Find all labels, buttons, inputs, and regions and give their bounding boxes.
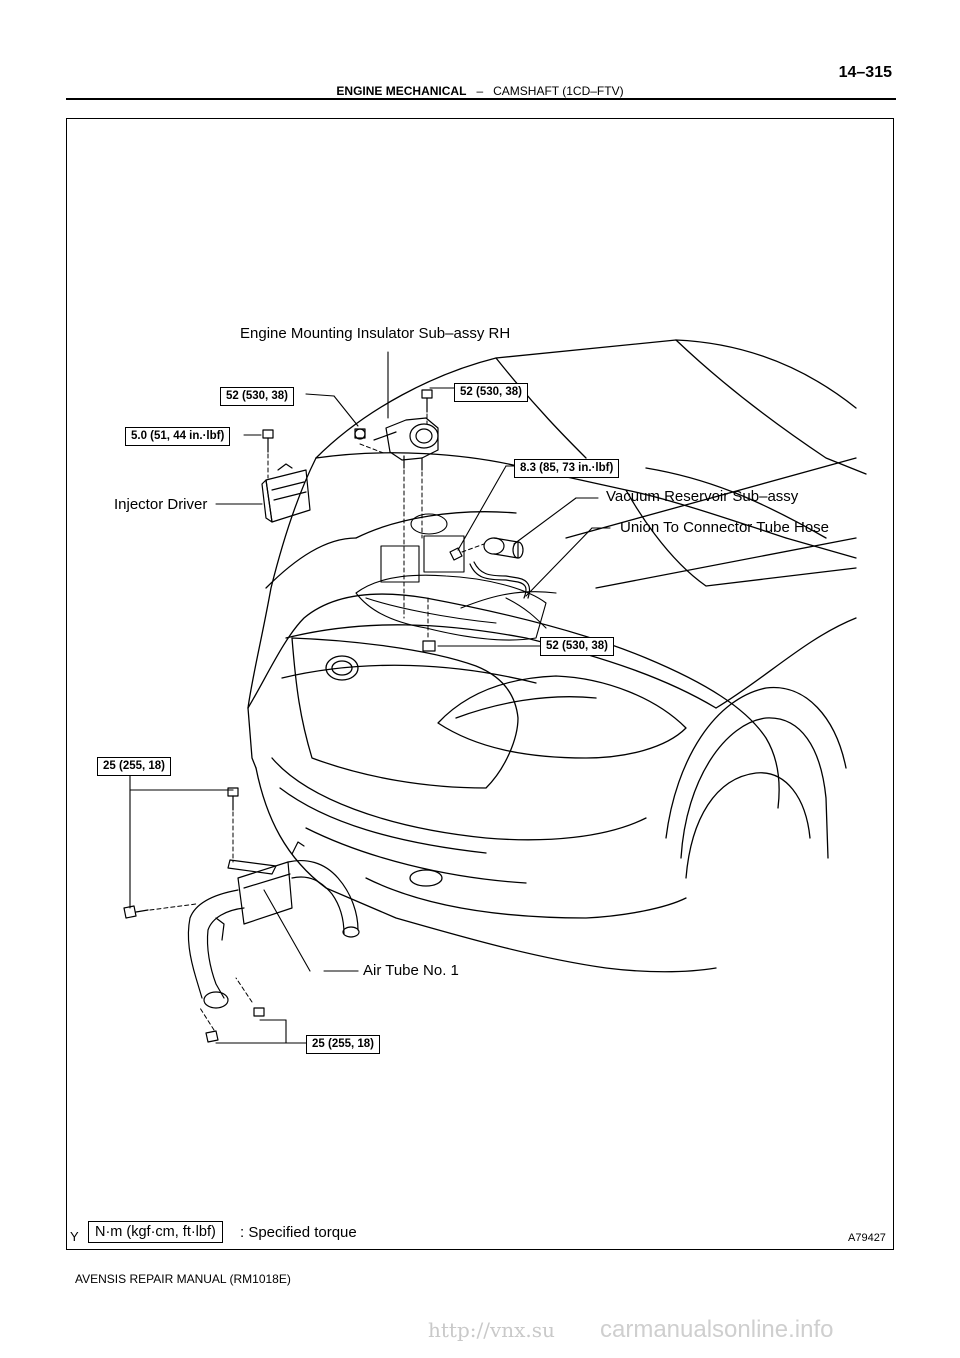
page-header: ENGINE MECHANICAL – CAMSHAFT (1CD–FTV) [0,84,960,98]
torque-mount-nut: 52 (530, 38) [540,637,615,656]
leader-lines [129,351,611,1044]
section-title: ENGINE MECHANICAL [336,84,467,98]
label-vacuum-reservoir: Vacuum Reservoir Sub–assy [606,488,799,505]
page-number: 14–315 [838,64,892,81]
vacuum-reservoir-part [469,537,531,599]
torque-mount-left: 52 (530, 38) [220,387,295,406]
label-engine-mount: Engine Mounting Insulator Sub–assy RH [240,325,511,342]
torque-vacuum-bolt: 8.3 (85, 73 in.·lbf) [514,459,620,478]
legend-unit-box: N·m (kgf·cm, ft·lbf) [88,1221,223,1243]
watermark-site: carmanualsonline.info [600,1316,834,1343]
torque-mount-top: 52 (530, 38) [454,383,529,402]
watermark-url[interactable]: http://vnx.su [428,1318,555,1342]
torque-injector-driver: 5.0 (51, 44 in.·lbf) [125,427,231,446]
air-tube-part [187,841,360,1009]
legend-text: : Specified torque [240,1224,357,1241]
engine-mount-part [354,417,439,471]
vehicle-outline [247,339,867,973]
label-injector-driver: Injector Driver [114,496,208,513]
exploded-view-drawing [123,339,867,1044]
bolts [123,389,463,1043]
label-air-tube: Air Tube No. 1 [363,962,459,979]
corner-mark: Y [70,1229,79,1244]
injector-driver-part [261,463,311,523]
torque-air-tube-upper: 25 (255, 18) [97,757,172,776]
label-union-hose: Union To Connector Tube Hose [620,519,830,536]
header-rule [66,98,896,100]
engine-sketch [355,513,557,641]
figure-frame [66,118,894,1250]
subsection-title: CAMSHAFT (1CD–FTV) [493,84,624,98]
torque-air-tube-lower: 25 (255, 18) [306,1035,381,1054]
figure-code: A79427 [848,1232,886,1244]
assembly-lines [149,413,485,1031]
header-separator: – [476,84,484,98]
manual-footer: AVENSIS REPAIR MANUAL (RM1018E) [75,1272,291,1286]
